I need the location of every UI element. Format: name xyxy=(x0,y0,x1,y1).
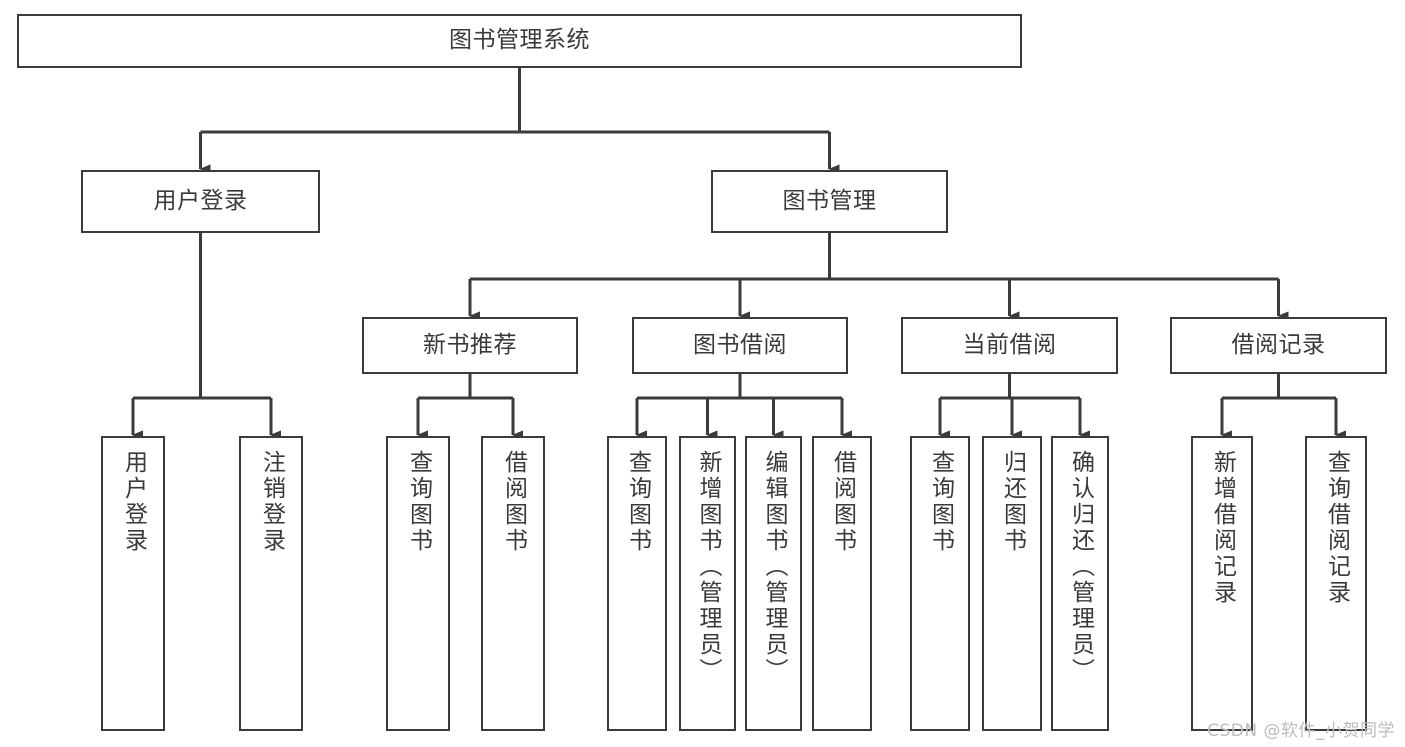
node-leaf-login-2[interactable]: 注销登录 xyxy=(239,436,303,731)
node-newbook[interactable]: 新书推荐 xyxy=(362,317,578,374)
node-label: 查询图书 xyxy=(624,450,651,554)
node-label: 当前借阅 xyxy=(962,331,1057,358)
node-root[interactable]: 图书管理系统 xyxy=(17,14,1022,68)
node-label: 新增图书（管理员） xyxy=(695,450,721,684)
node-label: 查询借阅记录 xyxy=(1323,450,1350,606)
node-label: 用户登录 xyxy=(120,450,147,554)
node-label: 借阅图书 xyxy=(829,450,856,554)
node-label: 归还图书 xyxy=(999,450,1026,554)
node-current[interactable]: 当前借阅 xyxy=(901,317,1118,374)
node-label: 用户登录 xyxy=(153,187,248,214)
node-label: 查询图书 xyxy=(405,450,432,554)
node-leaf-rec-1[interactable]: 新增借阅记录 xyxy=(1191,436,1253,731)
node-label: 图书借阅 xyxy=(693,331,787,358)
node-label: 新增借阅记录 xyxy=(1209,450,1236,606)
node-leaf-cur-3[interactable]: 确认归还（管理员） xyxy=(1051,436,1109,731)
node-label: 注销登录 xyxy=(258,450,285,554)
node-leaf-borrow-3[interactable]: 编辑图书（管理员） xyxy=(745,436,802,731)
node-leaf-borrow-2[interactable]: 新增图书（管理员） xyxy=(679,436,736,731)
node-leaf-borrow-1[interactable]: 查询图书 xyxy=(607,436,667,731)
node-borrow[interactable]: 图书借阅 xyxy=(632,317,848,374)
node-label: 借阅图书 xyxy=(500,450,527,554)
node-leaf-rec-2[interactable]: 查询借阅记录 xyxy=(1305,436,1367,731)
node-label: 图书管理系统 xyxy=(449,27,590,54)
node-label: 借阅记录 xyxy=(1231,331,1326,358)
node-label: 图书管理 xyxy=(782,187,877,214)
node-label: 确认归还（管理员） xyxy=(1067,450,1094,684)
node-leaf-new-2[interactable]: 借阅图书 xyxy=(481,436,545,731)
node-leaf-cur-2[interactable]: 归还图书 xyxy=(982,436,1042,731)
node-leaf-login-1[interactable]: 用户登录 xyxy=(101,436,165,731)
node-leaf-cur-1[interactable]: 查询图书 xyxy=(910,436,970,731)
node-leaf-new-1[interactable]: 查询图书 xyxy=(386,436,450,731)
node-label: 编辑图书（管理员） xyxy=(761,450,787,684)
node-leaf-borrow-4[interactable]: 借阅图书 xyxy=(812,436,872,731)
node-records[interactable]: 借阅记录 xyxy=(1170,317,1387,374)
node-label: 查询图书 xyxy=(927,450,954,554)
node-bookmgmt[interactable]: 图书管理 xyxy=(711,170,948,233)
csdn-watermark: CSDN @软件_小贺同学 xyxy=(1207,721,1395,741)
node-login[interactable]: 用户登录 xyxy=(81,170,320,233)
node-label: 新书推荐 xyxy=(423,331,517,358)
